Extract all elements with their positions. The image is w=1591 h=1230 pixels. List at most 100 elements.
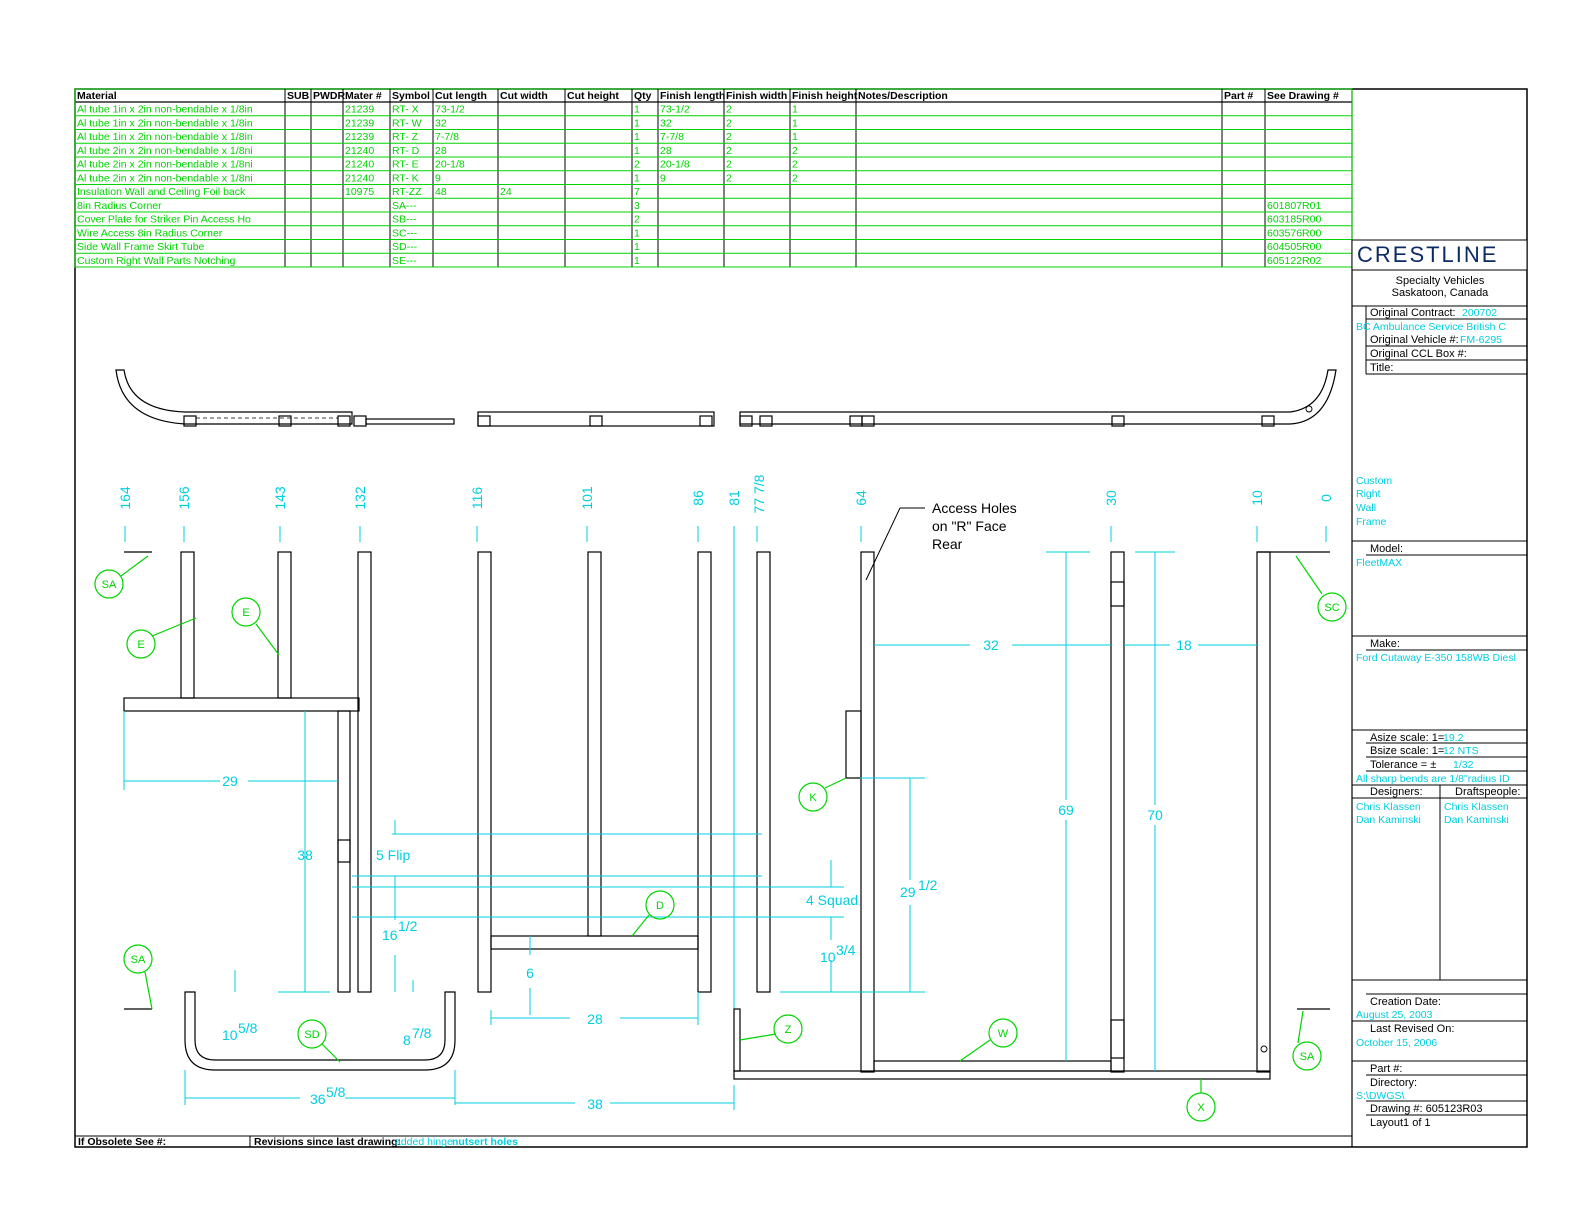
dim-8-78: 8 <box>403 1032 411 1048</box>
tolerance-label: Tolerance = ± <box>1370 759 1436 771</box>
bom-header-13: Part # <box>1224 90 1253 102</box>
callout-sa-1: SA <box>102 579 117 591</box>
callout-sc: SC <box>1324 602 1339 614</box>
bends-note: All sharp bends are 1/8"radius ID <box>1356 773 1510 785</box>
bom-header-9: Finish length <box>660 90 725 102</box>
bom-cell: 28 <box>435 145 447 157</box>
bom-cell: SC--- <box>392 227 418 239</box>
company-name: Specialty Vehicles <box>1396 275 1485 287</box>
bom-cell: RT- K <box>392 172 419 184</box>
dim-69: 69 <box>1058 802 1074 818</box>
model-value: FleetMAX <box>1356 557 1402 569</box>
part-number-label: Part #: <box>1370 1063 1402 1075</box>
bom-cell: 2 <box>792 172 798 184</box>
dim-29: 29 <box>222 773 238 789</box>
make-value: Ford Cutaway E-350 158WB Diesl <box>1356 652 1516 664</box>
callout-w: W <box>998 1028 1009 1040</box>
bom-cell: 21240 <box>345 145 374 157</box>
bom-cell: 7 <box>634 186 640 198</box>
obsolete-label: If Obsolete See #: <box>78 1136 166 1148</box>
callout-e-1: E <box>137 639 144 651</box>
bom-cell: 601807R01 <box>1267 200 1321 212</box>
dim-18: 18 <box>1176 637 1192 653</box>
plan-view <box>115 369 1337 427</box>
bom-cell: RT- E <box>392 159 419 171</box>
model-label: Model: <box>1370 543 1403 555</box>
bom-cell: 1 <box>634 104 640 116</box>
creation-date-label: Creation Date: <box>1370 996 1441 1008</box>
bom-cell: 603185R00 <box>1267 214 1321 226</box>
dim-10-58: 10 <box>222 1027 238 1043</box>
bom-header-0: Material <box>77 90 117 102</box>
station-164: 164 <box>117 486 133 510</box>
bom-cell: 1 <box>634 131 640 143</box>
bom-cell: 2 <box>726 131 732 143</box>
bom-cell: Wire Access 8in Radius Corner <box>77 227 223 239</box>
access-holes-note: Access Holes on "R" Face Rear <box>865 500 1017 581</box>
bom-cell: 2 <box>792 159 798 171</box>
bom-cell: 20-1/8 <box>435 159 465 171</box>
station-143: 143 <box>272 486 288 510</box>
bom-cell: 604505R00 <box>1267 241 1321 253</box>
designer-1: Chris Klassen <box>1356 801 1421 813</box>
customer-name: BC Ambulance Service British C <box>1356 321 1506 333</box>
bom-cell: 21239 <box>345 131 374 143</box>
title-block: CRESTLINE Specialty Vehicles Saskatoon, … <box>1351 239 1528 1129</box>
bom-cell: 2 <box>634 214 640 226</box>
dim-16-fraction: 1/2 <box>398 918 418 934</box>
original-contract-label: Original Contract: <box>1370 307 1456 319</box>
bom-header-5: Cut length <box>435 90 487 102</box>
asize-value: 19.2 <box>1443 732 1464 744</box>
bom-cell: 603576R00 <box>1267 227 1321 239</box>
bsize-value: 12 NTS <box>1443 745 1479 757</box>
bom-cell: 2 <box>634 159 640 171</box>
station-0: 0 <box>1318 494 1334 502</box>
make-label: Make: <box>1370 638 1400 650</box>
bom-cell: 28 <box>660 145 672 157</box>
revisions-text-b: nutsert holes <box>452 1136 518 1148</box>
station-156: 156 <box>176 486 192 510</box>
bom-header-11: Finish height <box>792 90 858 102</box>
original-ccl-box-label: Original CCL Box #: <box>1370 348 1467 360</box>
station-77-7-8: 77 7/8 <box>751 474 767 513</box>
draftsperson-1: Chris Klassen <box>1444 801 1509 813</box>
bom-cell: RT- W <box>392 117 422 129</box>
bom-cell: SA--- <box>392 200 417 212</box>
bom-cell: 48 <box>435 186 447 198</box>
bom-cell: 1 <box>634 172 640 184</box>
callout-e-2: E <box>242 607 249 619</box>
bom-cell: 605122R02 <box>1267 255 1321 267</box>
drawing-number: Drawing #: 605123R03 <box>1370 1103 1483 1115</box>
dim-36-58: 36 <box>310 1091 326 1107</box>
bom-cell: RT-ZZ <box>392 186 422 198</box>
bom-header-7: Cut height <box>567 90 619 102</box>
bom-header-14: See Drawing # <box>1267 90 1339 102</box>
bom-cell: 20-1/8 <box>660 159 690 171</box>
note-line-2: on "R" Face <box>932 518 1007 534</box>
dim-28: 28 <box>587 1011 603 1027</box>
bsize-label: Bsize scale: 1= <box>1370 745 1444 757</box>
bom-cell: 2 <box>726 159 732 171</box>
bom-header-10: Finish width <box>726 90 787 102</box>
callout-labels: SA E E SC K D SA SD Z W SA X <box>102 579 1340 1114</box>
note-line-1: Access Holes <box>932 500 1017 516</box>
draftspeople-label: Draftspeople: <box>1455 786 1520 798</box>
station-81: 81 <box>726 490 742 506</box>
bom-header-4: Symbol <box>392 90 430 102</box>
callouts <box>94 555 1347 1122</box>
directory-value: S:\DWGS\ <box>1356 1090 1405 1102</box>
dim-16: 16 <box>382 927 398 943</box>
dim-5-flip: 5 Flip <box>376 847 410 863</box>
bom-cell: 1 <box>634 145 640 157</box>
original-vehicle-value: FM-6295 <box>1460 334 1502 346</box>
bom-cell: 1 <box>634 255 640 267</box>
dim-8-78-fraction: 7/8 <box>412 1025 432 1041</box>
bom-cell: Al tube 1in x 2in non-bendable x 1/8in <box>77 117 253 129</box>
bom-cell: 1 <box>792 117 798 129</box>
bom-cell: Al tube 2in x 2in non-bendable x 1/8ni <box>77 159 253 171</box>
revisions-label: Revisions since last drawing: <box>254 1136 401 1148</box>
callout-x: X <box>1197 1102 1205 1114</box>
station-132: 132 <box>352 486 368 510</box>
callout-z: Z <box>785 1024 792 1036</box>
